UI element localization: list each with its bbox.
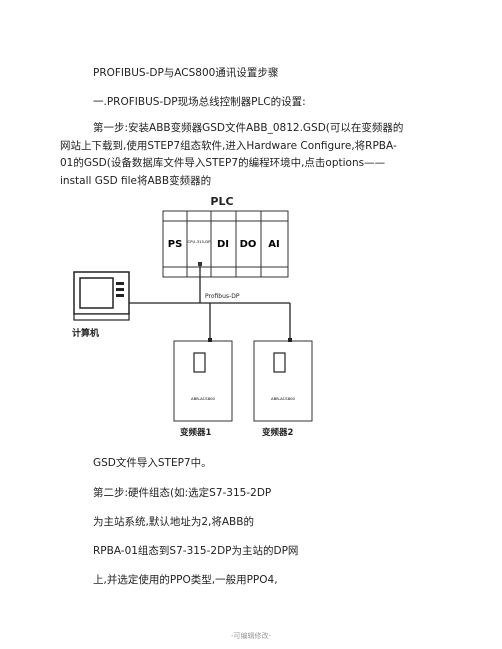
module-ai: AI	[268, 239, 279, 250]
step2-line-4: 上,并选定使用的PPO类型,一般用PPO4,	[93, 574, 278, 586]
drive2-label: 变频器2	[262, 427, 294, 438]
page-footer: -可编辑修改-	[230, 632, 272, 640]
bus-label: Profibus-DP	[205, 293, 240, 300]
plc-label: PLC	[210, 195, 233, 208]
profibus-lines	[129, 266, 291, 341]
module-ps: PS	[168, 239, 183, 250]
module-do: DO	[240, 239, 257, 250]
computer-label: 计算机	[72, 327, 99, 339]
document-title: PROFIBUS-DP与ACS800通讯设置步骤	[93, 67, 279, 79]
module-di: DI	[217, 239, 229, 250]
computer-icon	[73, 271, 130, 321]
step2-line-3: RPBA-01组态到S7-315-2DP为主站的DP网	[93, 545, 299, 557]
drive1-model: ABB-ACS800	[191, 396, 216, 401]
gsd-import-line: GSD文件导入STEP7中。	[93, 457, 212, 469]
plc-rack: PS CPU-315-DP DI DO AI	[162, 210, 289, 278]
drive-2	[253, 338, 313, 422]
module-cpu: CPU-315-DP	[188, 239, 212, 244]
step1-paragraph: 第一步:安装ABB变频器GSD文件ABB_0812.GSD(可以在变频器的网站上…	[60, 122, 404, 187]
drive2-model: ABB-ACS800	[271, 396, 296, 401]
step2-line-2: 为主站系统,默认地址为2,将ABB的	[93, 516, 254, 528]
step2-line-1: 第二步:硬件组态(如:选定S7-315-2DP	[93, 487, 272, 499]
drive1-label: 变频器1	[180, 427, 212, 438]
section-heading: 一.PROFIBUS-DP现场总线控制器PLC的设置:	[93, 96, 306, 108]
network-diagram: PLC PS CPU-315-DP DI DO AI Profibus-DP 计…	[72, 195, 313, 438]
drive-1	[173, 338, 233, 422]
